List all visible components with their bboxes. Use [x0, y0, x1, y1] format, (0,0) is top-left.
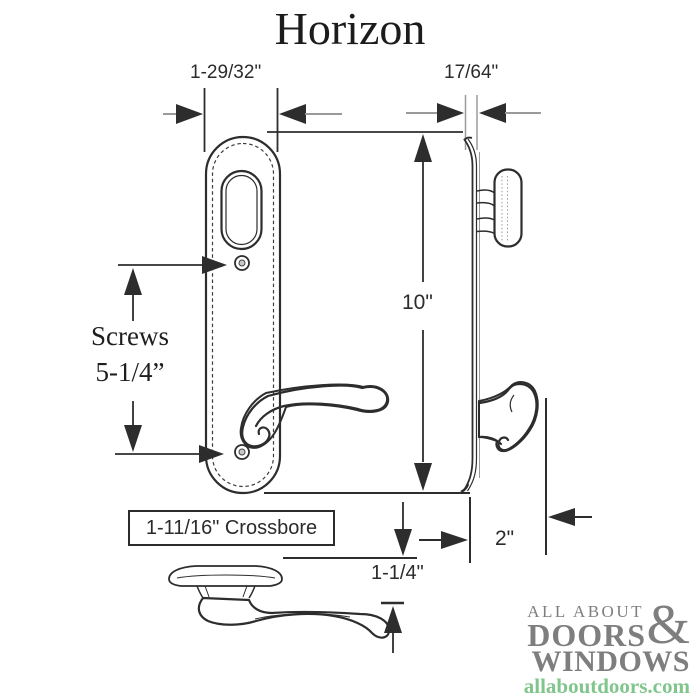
- logo-line-doors: DOORS: [527, 617, 646, 653]
- lever-stem-right-inner: [242, 585, 248, 598]
- lever-base-flange: [168, 565, 283, 587]
- side-view-drawing: [460, 95, 539, 494]
- screws-leader-bottom-arrow: [199, 445, 224, 463]
- dimension-plate-width: [163, 88, 342, 152]
- crossbore-callout-box: 1-11/16" Crossbore: [128, 510, 335, 546]
- screws-label: Screws 5-1/4”: [55, 318, 205, 390]
- logo-website: allaboutdoors.com: [523, 674, 690, 698]
- projection-arrow-right: [548, 508, 575, 526]
- lever-bottom-crease: [254, 613, 351, 620]
- lever-rise-label: 1-1/4": [371, 562, 424, 584]
- lever-bottom-outline: [197, 596, 391, 639]
- lever-stem-left-inner: [204, 585, 210, 598]
- lever-base-flange-inner-line: [176, 574, 276, 579]
- projection-label: 2": [495, 527, 515, 550]
- screw-hole-bottom-center: [238, 448, 246, 456]
- thumbturn-knob: [493, 168, 523, 248]
- rise-arrow-down: [394, 529, 412, 556]
- thickness-arrow-left: [437, 103, 464, 123]
- side-plate-front-edge: [462, 138, 474, 492]
- dimension-projection: [419, 398, 592, 563]
- screws-label-word: Screws: [91, 321, 169, 351]
- height-label: 10": [402, 291, 433, 314]
- width-arrow-left: [176, 104, 203, 124]
- lever-side-lower-stem: [477, 435, 503, 446]
- rise-arrow-up: [384, 606, 402, 633]
- screws-leader-top-arrow: [202, 256, 227, 274]
- logo-line-all-about: ALL ABOUT: [527, 602, 644, 621]
- screw-hole-top-center: [238, 259, 246, 267]
- plate-width-label: 1-29/32": [190, 62, 262, 83]
- cylinder-oval-cutout: [220, 169, 263, 251]
- side-plate-back-edge: [466, 138, 478, 492]
- screws-label-value: 5-1/4”: [95, 357, 165, 387]
- projection-arrow-left: [441, 531, 468, 549]
- thickness-label: 17/64": [444, 62, 499, 83]
- screws-arrow-down: [124, 425, 142, 452]
- lever-stem-right: [248, 585, 256, 599]
- dimension-height: [264, 131, 470, 494]
- thickness-arrow-right: [479, 103, 506, 123]
- logo-line-windows: WINDOWS: [531, 645, 690, 678]
- lever-front-outline: [241, 384, 389, 448]
- screws-arrow-up: [124, 268, 142, 295]
- cylinder-oval-inner-line: [225, 174, 258, 246]
- height-arrow-down: [414, 463, 432, 491]
- front-view-drawing: [204, 135, 390, 495]
- lever-stem-left: [196, 585, 204, 599]
- lever-side-detail-line: [509, 394, 515, 413]
- bottom-view-drawing: [168, 565, 391, 639]
- width-arrow-right: [279, 104, 306, 124]
- plate-inner-dashed-line: [211, 142, 275, 488]
- dimension-thickness: [406, 103, 541, 123]
- diagram-title: Horizon: [274, 3, 426, 54]
- company-logo: & ALL ABOUT DOORS WINDOWS allaboutdoors.…: [500, 597, 690, 698]
- side-plate-bottom-tip: [460, 483, 470, 494]
- lever-side-outline: [477, 382, 538, 452]
- dimension-lever-rise: [283, 502, 417, 653]
- dimension-screws: [115, 256, 227, 463]
- logo-ampersand: &: [646, 594, 690, 656]
